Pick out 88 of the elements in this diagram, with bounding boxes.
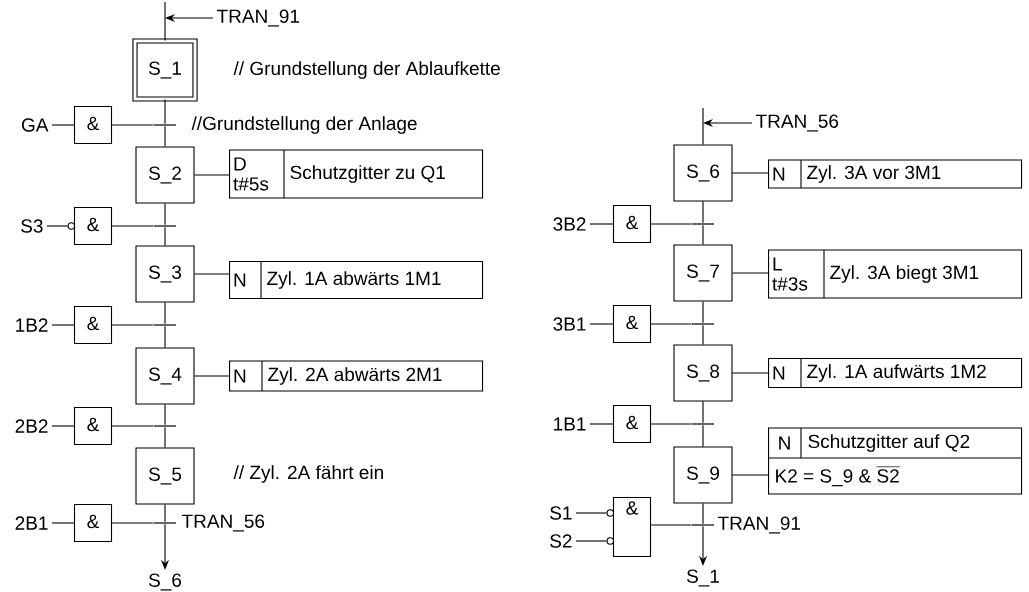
connector-line bbox=[589, 323, 614, 325]
step-box: S_5 bbox=[135, 447, 195, 505]
connector-line bbox=[111, 324, 154, 326]
connector-line bbox=[164, 302, 166, 325]
and-gate: & bbox=[73, 305, 113, 345]
connector-line bbox=[702, 201, 704, 224]
and-gate: & bbox=[606, 496, 652, 558]
connector-line bbox=[589, 223, 614, 225]
jump-label: TRAN_56 bbox=[755, 114, 839, 132]
signal-label: GA bbox=[21, 118, 49, 132]
and-gate: & bbox=[612, 204, 652, 244]
signal-label: S2 bbox=[550, 534, 572, 548]
connector-line bbox=[732, 272, 769, 274]
and-gate: & bbox=[67, 206, 113, 246]
comment-text: // Grundstellung der Ablaufkette bbox=[233, 61, 500, 79]
connector-line bbox=[650, 524, 692, 526]
connector-line bbox=[111, 425, 154, 427]
initial-step-box: S_1 bbox=[132, 38, 198, 102]
connector-line bbox=[164, 226, 166, 246]
connector-line bbox=[650, 323, 692, 325]
comment-text: TRAN_56 bbox=[182, 514, 265, 532]
connector-line bbox=[164, 325, 166, 348]
and-gate: & bbox=[612, 404, 652, 444]
action-box: N Zyl. 1A aufwärts 1M2 bbox=[768, 357, 1023, 389]
connector-line bbox=[194, 273, 230, 275]
connector-line bbox=[46, 225, 69, 227]
connector-line bbox=[164, 99, 166, 125]
connector-line bbox=[51, 522, 75, 524]
signal-label: S3 bbox=[21, 219, 43, 233]
target-step-label: S_1 bbox=[686, 569, 719, 587]
connector-line bbox=[51, 124, 75, 126]
and-gate: & bbox=[73, 105, 113, 145]
action-box: N Zyl. 2A abwärts 2M1 bbox=[229, 360, 484, 392]
signal-label: 2B1 bbox=[15, 516, 48, 530]
connector-line bbox=[702, 503, 704, 525]
step-box: S_6 bbox=[673, 144, 733, 202]
action-box: D t#5s Schutzgitter zu Q1 bbox=[229, 149, 484, 199]
and-gate: & bbox=[612, 304, 652, 344]
connector-line bbox=[164, 404, 166, 426]
connector-line bbox=[164, 1, 166, 41]
connector-line bbox=[111, 124, 154, 126]
action-box: N Zyl. 1A abwärts 1M1 bbox=[229, 260, 484, 300]
connector-line bbox=[732, 474, 769, 476]
connector-line bbox=[702, 424, 704, 447]
comment-text: //Grundstellung der Anlage bbox=[191, 116, 417, 134]
connector-line bbox=[702, 401, 704, 424]
and-gate: & bbox=[73, 503, 113, 543]
signal-label: 1B2 bbox=[16, 318, 48, 332]
jump-label: TRAN_91 bbox=[217, 9, 300, 27]
connector-line bbox=[111, 225, 154, 227]
connector-line bbox=[650, 423, 692, 425]
action-box: L t#3s Zyl. 3A biegt 3M1 bbox=[768, 249, 1023, 299]
comment-text: // Zyl. 2A fährt ein bbox=[233, 465, 383, 483]
step-box: S_8 bbox=[673, 344, 733, 402]
step-box: S_9 bbox=[673, 446, 733, 504]
connector-line bbox=[194, 375, 230, 377]
connector-line bbox=[575, 512, 608, 514]
step-box: S_7 bbox=[673, 244, 733, 302]
connector-line bbox=[732, 372, 769, 374]
connector-line bbox=[650, 223, 692, 225]
action-box: N Zyl. 3A vor 3M1 bbox=[768, 159, 1023, 189]
signal-label: 1B1 bbox=[554, 417, 586, 431]
and-gate: & bbox=[73, 406, 113, 446]
signal-label: 3B1 bbox=[553, 317, 586, 331]
connector-line bbox=[51, 324, 75, 326]
signal-label: S1 bbox=[550, 506, 572, 520]
connector-line bbox=[164, 125, 166, 147]
connector-line bbox=[51, 425, 75, 427]
connector-line bbox=[732, 172, 769, 174]
step-box: S_4 bbox=[135, 347, 195, 405]
signal-label: 2B2 bbox=[15, 419, 48, 433]
connector-line bbox=[702, 301, 704, 324]
connector-line bbox=[702, 107, 704, 145]
step-box: S_3 bbox=[135, 245, 195, 303]
connector-line bbox=[702, 324, 704, 345]
signal-label: 3B2 bbox=[553, 217, 586, 231]
connector-line bbox=[575, 540, 608, 542]
step-box: S_2 bbox=[135, 146, 195, 204]
connector-line bbox=[164, 203, 166, 226]
connector-line bbox=[702, 224, 704, 245]
connector-line bbox=[111, 522, 154, 524]
connector-line bbox=[194, 174, 230, 176]
target-step-label: S_6 bbox=[148, 573, 182, 591]
connector-line bbox=[164, 504, 166, 523]
action-box: N Schutzgitter auf Q2 $\text{K2 = S\_9 \& }\overline{\text{S2}}$ bbox=[767, 427, 1023, 495]
connector-line bbox=[589, 423, 614, 425]
connector-line bbox=[164, 426, 166, 448]
comment-text: TRAN_91 bbox=[717, 516, 800, 534]
